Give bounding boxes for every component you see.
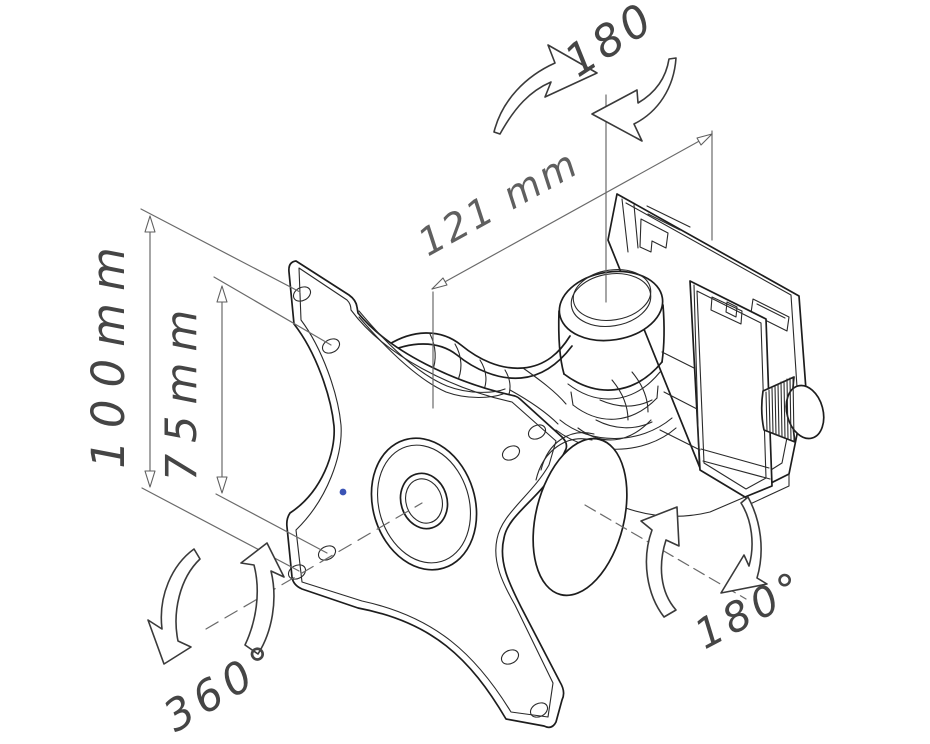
rotation-arrow-top-right <box>591 57 677 142</box>
dimension-75mm: 75mm <box>157 276 332 554</box>
pivot-cylinder <box>555 269 701 451</box>
dimension-100mm-label: 100mm <box>82 235 135 469</box>
center-boss <box>370 437 478 571</box>
dimension-100mm: 100mm <box>82 208 301 572</box>
tension-knob <box>760 376 825 443</box>
dimension-121mm-label: 121 mm <box>411 141 587 265</box>
vesa-plate <box>285 260 568 729</box>
rotation-arrow-tilt-right <box>720 496 768 594</box>
dimension-75mm-label: 75mm <box>157 299 207 482</box>
knurl-lines <box>765 376 795 442</box>
mounting-holes <box>287 286 549 718</box>
rotation-arrow-top-left <box>493 44 598 135</box>
rotation-arrow-tilt-left <box>640 506 680 618</box>
bracket-front-rail <box>615 280 773 517</box>
rotation-arrow-360-left <box>147 548 201 665</box>
accent-dot <box>339 488 347 496</box>
ball-joint <box>509 367 628 597</box>
rotation-arrow-360-right <box>240 542 285 655</box>
